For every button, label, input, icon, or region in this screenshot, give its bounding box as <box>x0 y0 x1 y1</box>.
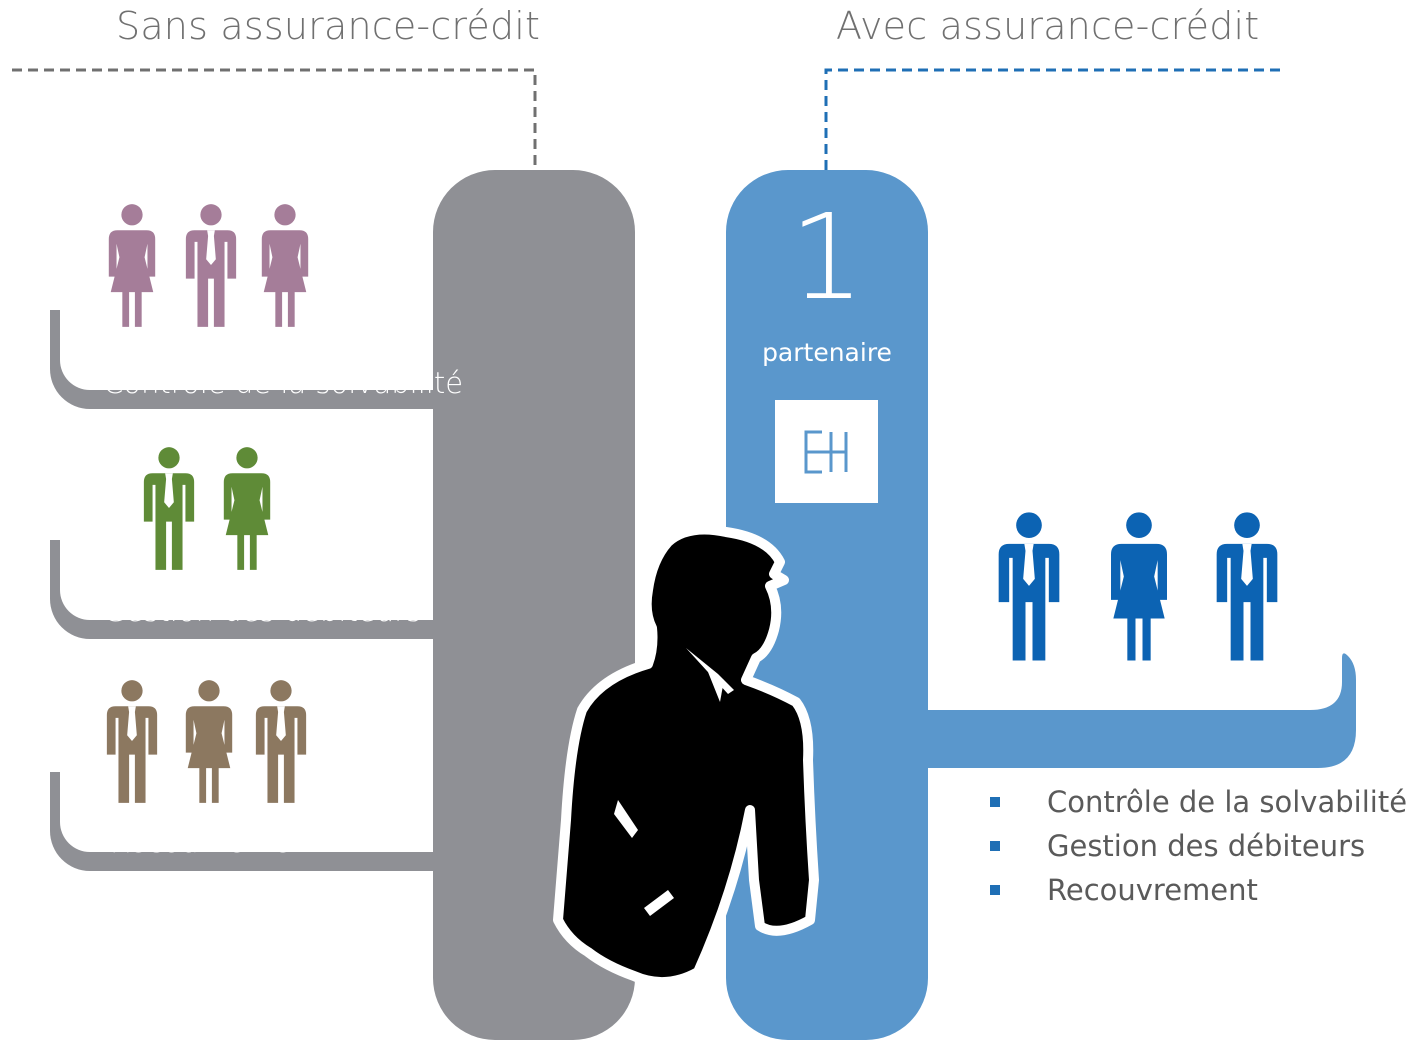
woman-icon <box>103 187 161 345</box>
bullet-text: Gestion des débiteurs <box>1047 829 1366 863</box>
left-dashed-line <box>12 68 537 172</box>
left-heading: Sans assurance-crédit <box>116 4 541 48</box>
right-dashed-line <box>824 68 1280 172</box>
man-icon <box>252 663 310 821</box>
woman-icon <box>180 663 238 821</box>
bullet-square-icon <box>990 841 1000 851</box>
businessman-silhouette-icon <box>553 524 819 988</box>
list-item: Recouvrement <box>986 868 1407 912</box>
right-heading: Avec assurance-crédit <box>836 4 1260 48</box>
label-recovery: Recouvrement <box>110 825 321 859</box>
eh-logo-icon <box>804 430 848 474</box>
man-icon <box>182 187 240 345</box>
label-solvability: Contrôle de la solvabilité <box>103 366 464 400</box>
man-icon <box>103 663 161 821</box>
bullet-text: Contrôle de la solvabilité <box>1047 785 1408 819</box>
benefit-list: Contrôle de la solvabilité Gestion des d… <box>986 780 1407 912</box>
woman-icon <box>256 187 314 345</box>
woman-icon <box>1104 482 1174 692</box>
man-icon <box>1212 482 1282 692</box>
woman-icon <box>218 430 276 588</box>
partner-label: partenaire <box>762 338 892 367</box>
partner-count: 1 <box>789 188 865 326</box>
list-item: Gestion des débiteurs <box>986 824 1407 868</box>
label-debtors: Gestion des débiteurs <box>103 594 422 628</box>
man-icon <box>140 430 198 588</box>
bullet-text: Recouvrement <box>1047 873 1258 907</box>
list-item: Contrôle de la solvabilité <box>986 780 1407 824</box>
bullet-square-icon <box>990 797 1000 807</box>
dashed-connectors <box>12 68 1280 172</box>
bullet-square-icon <box>990 885 1000 895</box>
right-shelf <box>900 653 1356 768</box>
man-icon <box>994 482 1064 692</box>
company-logo <box>775 400 878 503</box>
